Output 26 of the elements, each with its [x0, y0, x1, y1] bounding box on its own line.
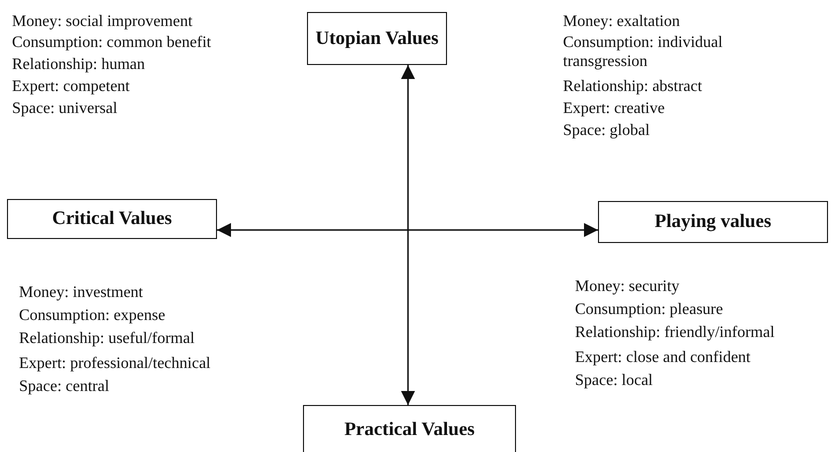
attribute-text: Consumption: expense: [19, 306, 166, 325]
attribute-text: Consumption: common benefit: [12, 33, 212, 52]
attribute-text: Space: central: [19, 377, 110, 396]
attribute-text: Space: universal: [12, 99, 118, 118]
attribute-text: Expert: competent: [12, 77, 130, 96]
attribute-text: Relationship: friendly/informal: [575, 323, 775, 342]
double-arrow: [217, 223, 598, 237]
attribute-text: Money: social improvement: [12, 12, 192, 31]
attribute-text: Space: local: [575, 371, 653, 390]
attribute-text: Expert: close and confident: [575, 348, 750, 367]
attribute-text: Expert: professional/technical: [19, 354, 210, 373]
attribute-text: Space: global: [563, 121, 650, 140]
attribute-text: Consumption: pleasure: [575, 300, 723, 319]
category-box: Playing values: [598, 201, 828, 243]
attribute-text: Relationship: human: [12, 55, 145, 74]
attribute-text: Consumption: individual transgression: [563, 33, 724, 71]
attribute-text: Money: investment: [19, 283, 143, 302]
double-arrow: [401, 65, 415, 405]
category-box: Utopian Values: [307, 12, 447, 65]
attribute-text: Money: security: [575, 277, 680, 296]
attribute-text: Relationship: abstract: [563, 77, 702, 96]
attribute-text: Relationship: useful/formal: [19, 329, 195, 348]
category-box: Practical Values: [303, 405, 516, 452]
attribute-text: Money: exaltation: [563, 12, 680, 31]
category-box: Critical Values: [7, 199, 217, 239]
attribute-text: Expert: creative: [563, 99, 665, 118]
